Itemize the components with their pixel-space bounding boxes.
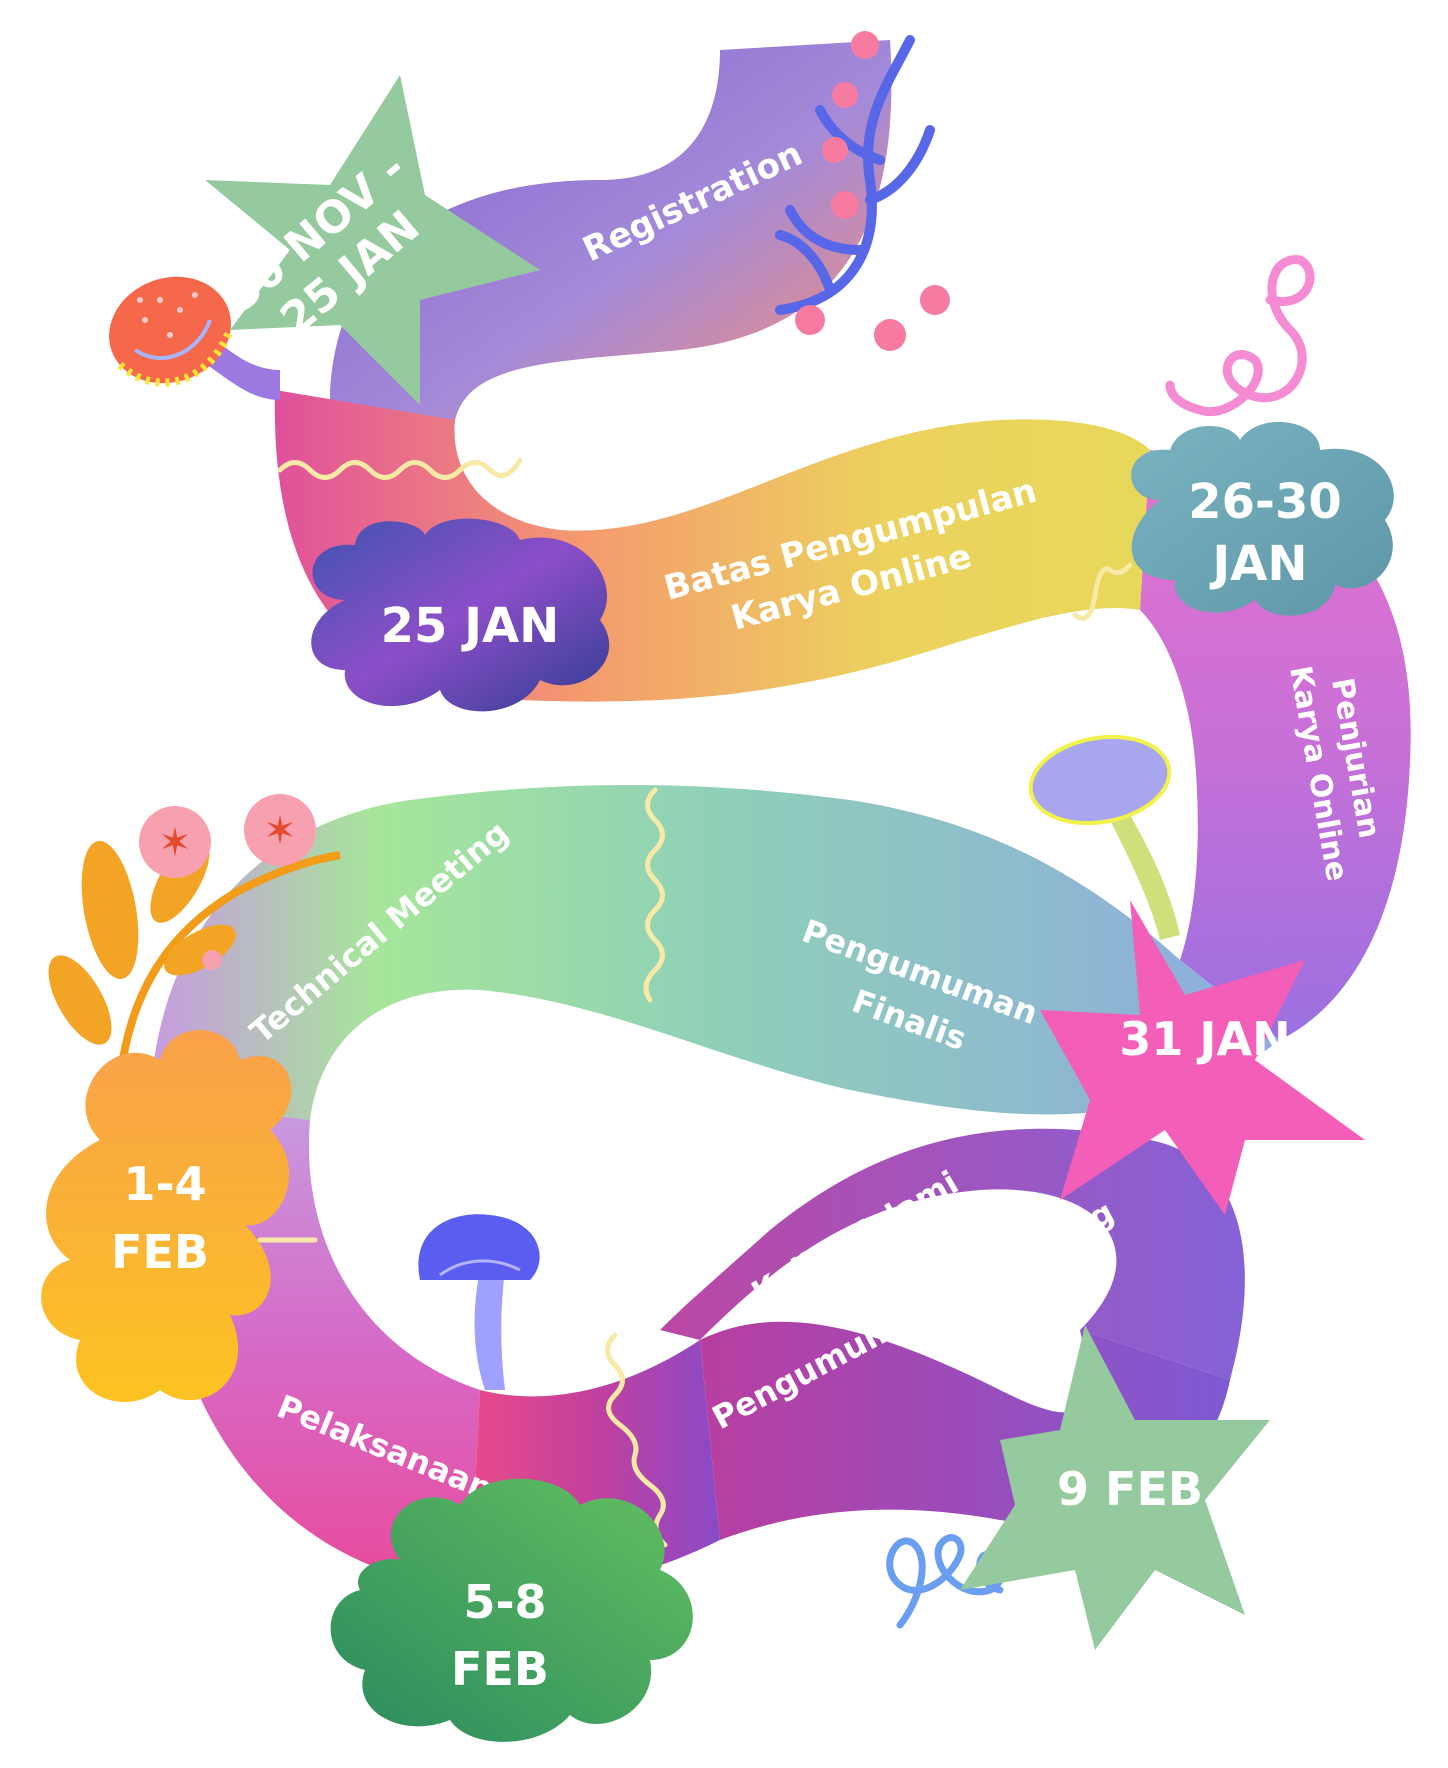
date-badge-technical-meeting: 1-4 FEB bbox=[41, 1030, 292, 1402]
leaf-branch-icon bbox=[775, 35, 935, 315]
mushroom-icon bbox=[1028, 734, 1180, 940]
swirl-icon bbox=[1165, 255, 1315, 417]
divider-squiggle bbox=[1072, 562, 1133, 621]
date-text-line2: FEB bbox=[451, 1642, 549, 1696]
date-text-line1: 5-8 bbox=[463, 1575, 546, 1629]
mushroom-icon bbox=[109, 276, 280, 400]
road-segment-middle bbox=[150, 785, 1280, 1120]
divider-squiggle bbox=[643, 787, 665, 1003]
date-badge-kajian: 9 FEB bbox=[960, 1325, 1270, 1650]
road-segment-kajian bbox=[660, 1128, 1245, 1380]
divider-squiggle bbox=[605, 1332, 668, 1548]
flower-icon: ✶ ✶ bbox=[139, 794, 316, 970]
svg-text:✶: ✶ bbox=[158, 820, 192, 866]
date-text-line1: 26-30 bbox=[1188, 474, 1342, 530]
date-badge-pengumuman: 31 JAN bbox=[1040, 900, 1365, 1215]
road-segment-registration bbox=[330, 40, 892, 440]
date-text: 31 JAN bbox=[1119, 1012, 1290, 1066]
date-text-line2: FEB bbox=[111, 1225, 209, 1279]
date-badge-pelaksanaan: 5-8 FEB bbox=[330, 1478, 693, 1742]
mushroom-icon bbox=[418, 1214, 540, 1390]
date-text: 9 FEB bbox=[1057, 1462, 1203, 1516]
date-text-line2: JAN bbox=[1209, 536, 1307, 592]
date-badge-penjurian: 26-30 JAN bbox=[1131, 421, 1394, 616]
flower-icon bbox=[795, 31, 950, 351]
svg-text:✶: ✶ bbox=[263, 808, 297, 854]
road-dividers bbox=[257, 457, 1133, 1548]
divider-squiggle bbox=[277, 457, 523, 480]
date-badge-batas: 25 JAN bbox=[311, 518, 610, 712]
date-text-line1: 1-4 bbox=[123, 1157, 206, 1211]
date-text: 25 JAN bbox=[381, 598, 560, 654]
